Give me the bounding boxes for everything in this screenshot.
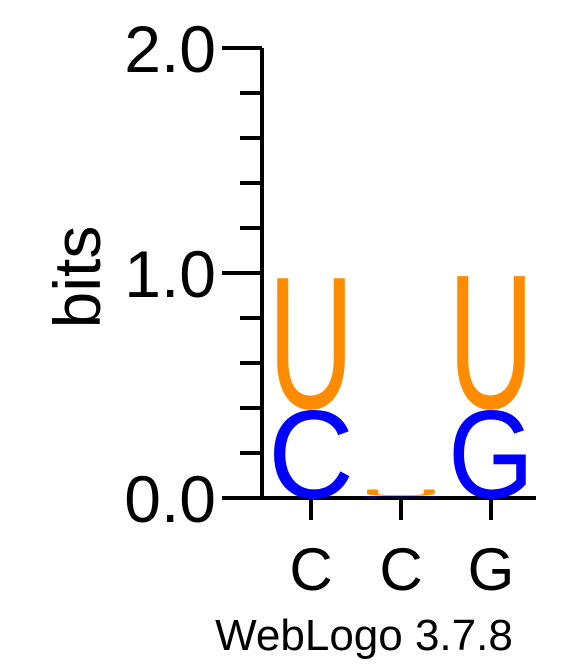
- y-axis: 0.0 1.0 2.0: [124, 12, 264, 536]
- y-axis-label: bits: [40, 226, 114, 329]
- y-tick-label: 1.0: [124, 237, 216, 311]
- x-tick-label: G: [468, 536, 515, 603]
- logo-letter-C: C: [268, 384, 354, 525]
- weblogo-version-label: WebLogo 3.7.8: [215, 611, 513, 660]
- logo-letter-U: U: [358, 487, 444, 497]
- x-tick-label: C: [289, 536, 332, 603]
- y-tick-label: 0.0: [124, 462, 216, 536]
- logo-letter-U: U: [268, 238, 354, 448]
- y-tick-label: 2.0: [124, 12, 216, 86]
- logo-letter-U: U: [448, 235, 534, 449]
- x-tick-label: C: [379, 536, 422, 603]
- logo-letter-C: C: [358, 495, 444, 499]
- logo-letter-G: G: [448, 385, 534, 525]
